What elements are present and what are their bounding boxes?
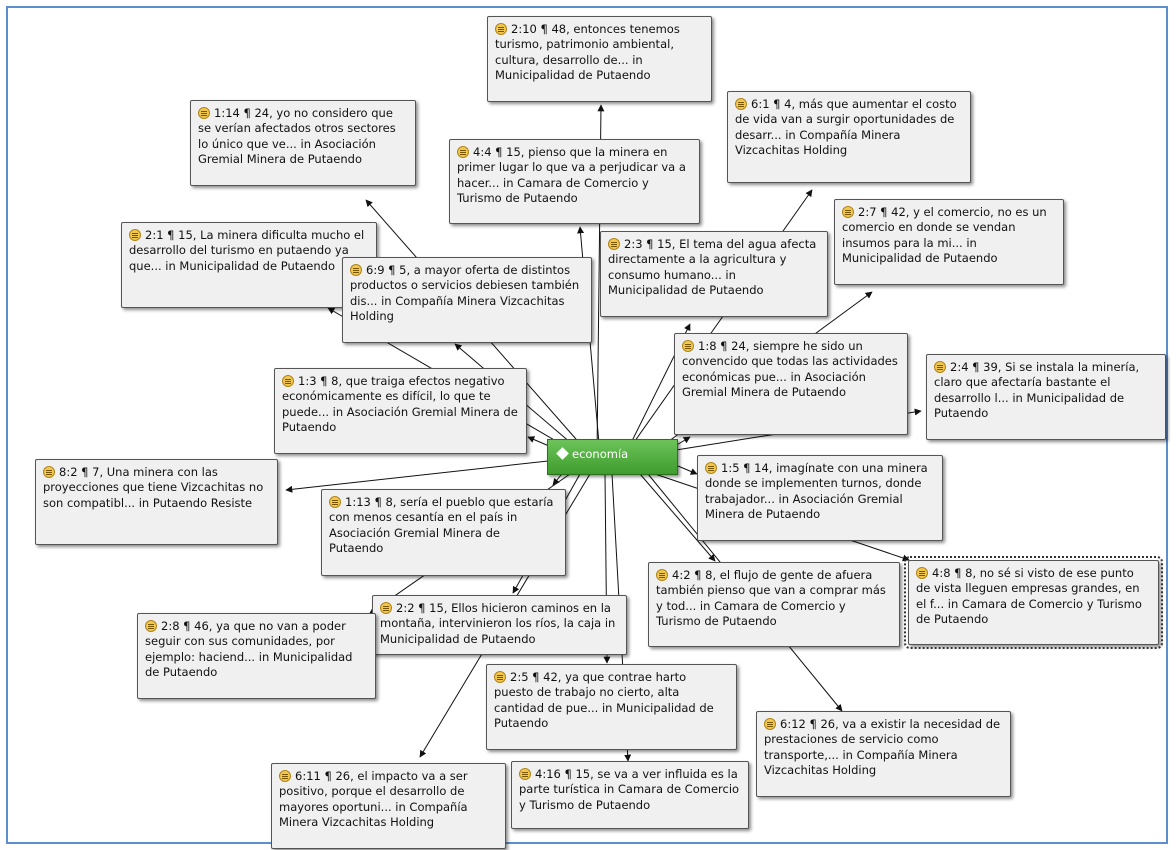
- quotation-node-1-8[interactable]: 1:8 ¶ 24, siempre he sido un convencido …: [674, 333, 908, 435]
- code-diamond-icon: [556, 447, 569, 460]
- link-to-8-2: [285, 460, 549, 493]
- quotation-node-2-4[interactable]: 2:4 ¶ 39, Si se instala la minería, clar…: [926, 354, 1166, 440]
- quotation-node-1-5[interactable]: 1:5 ¶ 14, imagínate con una minera donde…: [697, 455, 943, 541]
- quotation-icon: [43, 466, 55, 478]
- quotation-icon: [495, 23, 507, 35]
- quotation-node-4-16[interactable]: 4:16 ¶ 15, se va a ver influida es la pa…: [511, 761, 749, 829]
- quotation-node-2-10[interactable]: 2:10 ¶ 48, entonces tenemos turismo, pat…: [487, 16, 712, 102]
- code-label: economía: [572, 447, 629, 461]
- quotation-icon: [380, 602, 392, 614]
- quotation-icon: [279, 770, 291, 782]
- quotation-node-6-9[interactable]: 6:9 ¶ 5, a mayor oferta de distintos pro…: [342, 257, 592, 343]
- quotation-icon: [350, 264, 362, 276]
- quotation-node-2-2[interactable]: 2:2 ¶ 15, Ellos hicieron caminos en la m…: [372, 595, 627, 655]
- quotation-icon: [934, 361, 946, 373]
- quotation-icon: [735, 98, 747, 110]
- quotation-node-2-7[interactable]: 2:7 ¶ 42, y el comercio, no es un comerc…: [834, 199, 1064, 285]
- quotation-node-6-1[interactable]: 6:1 ¶ 4, más que aumentar el costo de vi…: [727, 91, 971, 183]
- quotation-icon: [656, 569, 668, 581]
- quotation-node-2-1[interactable]: 2:1 ¶ 15, La minera dificulta mucho el d…: [121, 222, 377, 308]
- quotation-node-1-13[interactable]: 1:13 ¶ 8, sería el pueblo que estaría co…: [321, 489, 566, 576]
- quotation-icon: [282, 375, 294, 387]
- code-node-economia[interactable]: economía: [547, 439, 678, 475]
- quotation-node-6-11[interactable]: 6:11 ¶ 26, el impacto va a ser positivo,…: [271, 763, 506, 849]
- quotation-node-2-8[interactable]: 2:8 ¶ 46, ya que no van a poder seguir c…: [137, 613, 376, 699]
- quotation-icon: [916, 567, 928, 579]
- link-to-4-2: [639, 473, 716, 562]
- link-to-1-5: [677, 465, 698, 475]
- quotation-icon: [608, 238, 620, 250]
- quotation-icon: [145, 620, 157, 632]
- quotation-icon: [329, 496, 341, 508]
- quotation-node-8-2[interactable]: 8:2 ¶ 7, Una minera con las proyecciones…: [35, 459, 278, 545]
- quotation-node-1-3[interactable]: 1:3 ¶ 8, que traiga efectos negativo eco…: [274, 368, 527, 454]
- quotation-icon: [764, 718, 776, 730]
- quotation-node-4-4[interactable]: 4:4 ¶ 15, pienso que la minera en primer…: [449, 139, 700, 224]
- quotation-icon: [457, 146, 469, 158]
- quotation-icon: [519, 768, 531, 780]
- quotation-node-2-3[interactable]: 2:3 ¶ 15, El tema del agua afecta direct…: [600, 231, 828, 317]
- quotation-node-4-8[interactable]: 4:8 ¶ 8, no sé si visto de ese punto de …: [904, 556, 1163, 649]
- quotation-icon: [494, 671, 506, 683]
- quotation-icon: [198, 107, 210, 119]
- quotation-node-1-14[interactable]: 1:14 ¶ 24, yo no considero que se verían…: [190, 100, 416, 186]
- quotation-icon: [705, 462, 717, 474]
- quotation-node-4-2[interactable]: 4:2 ¶ 8, el flujo de gente de afuera tam…: [648, 562, 900, 647]
- quotation-icon: [129, 229, 141, 241]
- quotation-node-2-5[interactable]: 2:5 ¶ 42, ya que contrae harto puesto de…: [486, 664, 737, 750]
- quotation-icon: [842, 206, 854, 218]
- quotation-node-6-12[interactable]: 6:12 ¶ 26, va a existir la necesidad de …: [756, 711, 1011, 797]
- quotation-icon: [682, 340, 694, 352]
